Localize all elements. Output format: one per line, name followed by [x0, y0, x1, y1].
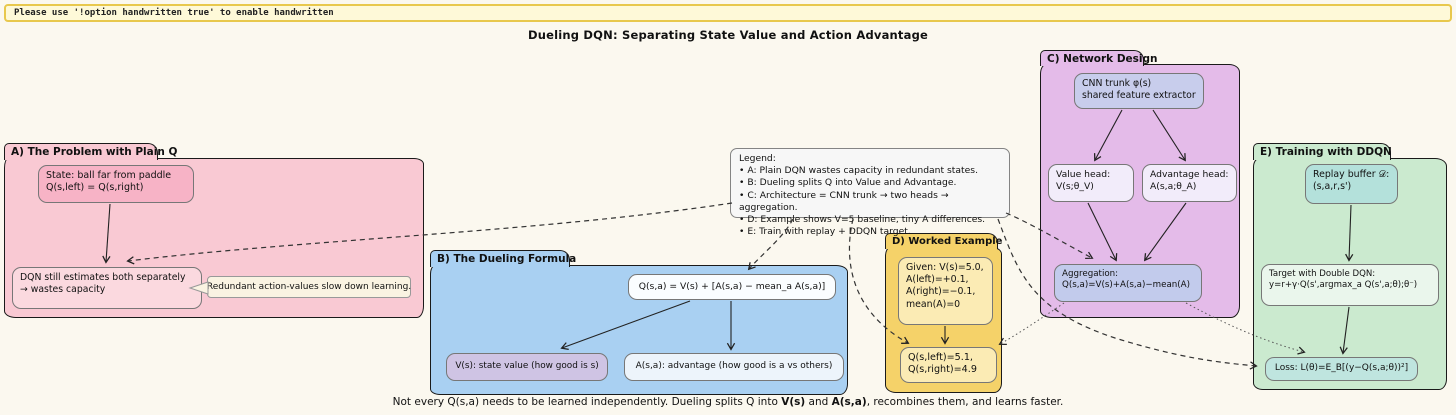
panel-dueling-formula: B) The Dueling Formula Q(s,a) = V(s) + [… [430, 250, 848, 395]
legend-item-d: • D: Example shows V=5 baseline, tiny A … [739, 214, 986, 226]
value-head-node: Value head: V(s;θ_V) [1048, 164, 1134, 202]
redundancy-callout: Redundant action-values slow down learni… [207, 276, 411, 298]
legend-item-e: • E: Train with replay + DDQN target. [739, 226, 911, 238]
legend-item-c: • C: Architecture = CNN trunk → two head… [739, 189, 949, 213]
advantage-head-node: Advantage head: A(s,a;θ_A) [1142, 164, 1237, 202]
state-value-node: V(s): state value (how good is s) [446, 353, 608, 381]
banner-text: Please use '!option handwritten true' to… [14, 8, 334, 18]
handwritten-option-banner: Please use '!option handwritten true' to… [4, 4, 1452, 22]
panel-worked-example: D) Worked Example Given: V(s)=5.0, A(lef… [885, 233, 1002, 393]
state-node: State: ball far from paddle Q(s,left) = … [38, 165, 194, 203]
panel-network-design: C) Network Design CNN trunk φ(s) shared … [1040, 50, 1240, 318]
caption-bold-asa: A(s,a) [831, 396, 867, 408]
panel-problem-with-plain-q: A) The Problem with Plain Q State: ball … [4, 143, 424, 318]
worked-example-result-node: Q(s,left)=5.1, Q(s,right)=4.9 [900, 347, 997, 383]
legend-heading: Legend: [739, 153, 776, 164]
loss-node: Loss: L(θ)=E_B[(y−Q(s,a;θ))²] [1265, 357, 1418, 381]
panel-e-title: E) Training with DDQN [1253, 143, 1392, 160]
replay-buffer-node: Replay buffer 𝒟: (s,a,r,s') [1305, 164, 1398, 204]
legend-item-a: • A: Plain DQN wastes capacity in redund… [739, 165, 978, 177]
legend-item-b: • B: Dueling splits Q into Value and Adv… [739, 177, 957, 189]
caption-bold-vs: V(s) [781, 396, 806, 408]
panel-training-with-ddqn: E) Training with DDQN Replay buffer 𝒟: (… [1253, 143, 1447, 390]
advantage-node: A(s,a): advantage (how good is a vs othe… [624, 353, 844, 381]
cnn-trunk-node: CNN trunk φ(s) shared feature extractor [1074, 73, 1204, 109]
caption-part2: and [805, 396, 832, 408]
panel-b-title: B) The Dueling Formula [430, 250, 576, 267]
panel-a-title: A) The Problem with Plain Q [4, 143, 177, 160]
dqn-capacity-node: DQN still estimates both separately → wa… [12, 267, 202, 309]
worked-example-given-node: Given: V(s)=5.0, A(left)=+0.1, A(right)=… [898, 257, 993, 325]
q-formula-node: Q(s,a) = V(s) + [A(s,a) − mean_a A(s,a)] [628, 274, 836, 300]
legend-box: Legend: • A: Plain DQN wastes capacity i… [730, 148, 1010, 237]
caption-part1: Not every Q(s,a) needs to be learned ind… [392, 396, 782, 408]
page-title: Dueling DQN: Separating State Value and … [527, 28, 929, 42]
aggregation-node: Aggregation: Q(s,a)=V(s)+A(s,a)−mean(A) [1054, 264, 1202, 302]
bottom-caption: Not every Q(s,a) needs to be learned ind… [0, 396, 1456, 408]
caption-part3: , recombines them, and learns faster. [866, 396, 1064, 408]
panel-c-title: C) Network Design [1040, 50, 1158, 66]
ddqn-target-node: Target with Double DQN: y=r+γ·Q(s',argma… [1261, 264, 1439, 306]
